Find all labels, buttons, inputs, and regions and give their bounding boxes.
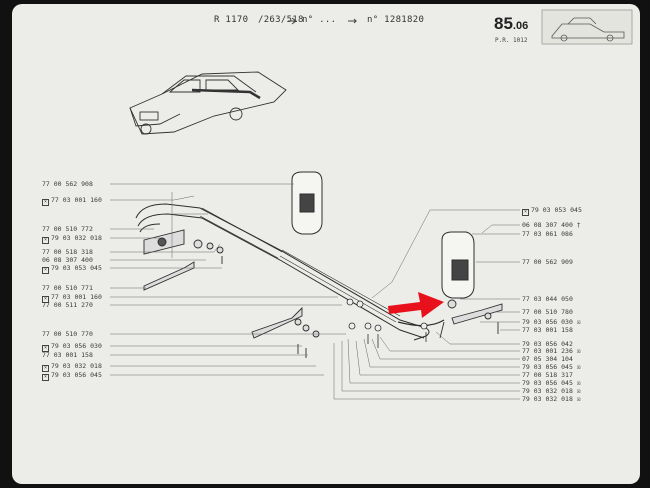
part-number: 77 03 001 236 ☒: [522, 347, 581, 355]
leader-lines-right: [333, 209, 520, 400]
arrow-both-icon: [288, 17, 297, 25]
marker-box-icon: ×: [42, 374, 49, 381]
part-number: 77 03 001 160: [51, 196, 102, 204]
part-number: 77 00 562 908: [42, 180, 93, 188]
right-part-label: 77 03 061 086: [522, 230, 573, 238]
part-number: 77 03 001 160: [51, 293, 102, 301]
left-part-label: ×79 03 056 030: [42, 342, 102, 352]
part-number: 77 00 518 317: [522, 371, 573, 379]
left-part-label: ×79 03 053 045: [42, 264, 102, 274]
page-number: 85.06: [494, 14, 529, 33]
right-part-label: 79 03 032 018 ☒: [522, 387, 581, 395]
right-part-label: 79 03 056 042: [522, 340, 573, 348]
arrow-right-icon: [348, 18, 358, 24]
page-header: R 1170 /263/518 n° ... n° 1281820 85.06 …: [12, 4, 640, 44]
part-number: 79 03 032 018: [51, 234, 102, 242]
left-part-label: ×77 03 001 160: [42, 196, 102, 206]
serial-to: n° 1281820: [367, 15, 425, 25]
exploded-diagram: [110, 9, 633, 400]
bracket-left-lower: [143, 261, 320, 358]
part-number: 77 00 511 270: [42, 301, 93, 309]
part-number: 79 03 032 018: [51, 362, 102, 370]
part-number: 06 08 307 400 †: [522, 221, 581, 229]
part-number: 79 03 053 045: [51, 264, 102, 272]
left-part-label: 77 00 562 908: [42, 180, 93, 188]
left-part-label: 77 00 510 770: [42, 330, 93, 338]
part-number: 77 00 510 771: [42, 284, 93, 292]
left-part-label: 77 00 510 772: [42, 225, 93, 233]
part-number: 77 03 001 158: [522, 326, 573, 334]
right-part-label: 77 00 562 909: [522, 258, 573, 266]
right-part-label: ×79 03 053 045: [522, 206, 582, 216]
right-part-label: 77 03 001 236 ☒: [522, 347, 581, 355]
marker-box-icon: ×: [42, 199, 49, 206]
left-part-label: ×77 03 001 160: [42, 293, 102, 303]
model-code: R 1170: [214, 15, 249, 25]
serial-from: n° ...: [302, 15, 337, 25]
right-part-label: 79 03 032 018 ☒: [522, 395, 581, 403]
left-part-label: 77 03 001 158: [42, 351, 93, 359]
left-part-label: ×79 03 032 018: [42, 362, 102, 372]
car-sketch-icon: [129, 71, 287, 135]
end-cap-left: [291, 171, 323, 235]
marker-box-icon: ×: [42, 345, 49, 352]
right-part-label: 06 08 307 400 †: [522, 221, 581, 229]
right-part-label: 77 00 510 780: [522, 308, 573, 316]
catalog-page: R 1170 /263/518 n° ... n° 1281820 85.06 …: [12, 4, 640, 484]
right-part-label: 77 03 044 050: [522, 295, 573, 303]
bracket-left-upper: [143, 229, 224, 264]
part-number: 77 03 044 050: [522, 295, 573, 303]
end-cap-right: [441, 231, 475, 299]
part-number: 77 03 061 086: [522, 230, 573, 238]
part-number: 79 03 056 030: [51, 342, 102, 350]
part-number: 77 00 562 909: [522, 258, 573, 266]
marker-box-icon: ×: [42, 296, 49, 303]
pr-code: P.R. 1012: [495, 37, 528, 44]
right-part-label: 79 03 056 045 ☒: [522, 379, 581, 387]
right-part-label: 79 03 056 030 ☒: [522, 318, 581, 326]
part-number: 79 03 053 045: [531, 206, 582, 214]
fasteners-center: [346, 298, 428, 348]
part-number: 06 08 307 400: [42, 256, 93, 264]
thumbnail-car-icon: [541, 9, 633, 45]
right-part-label: 07 05 304 104: [522, 355, 573, 363]
part-number: 77 00 518 318: [42, 248, 93, 256]
part-number: 79 03 032 018 ☒: [522, 387, 581, 395]
bracket-right: [439, 299, 503, 339]
right-part-label: 77 00 518 317: [522, 371, 573, 379]
right-part-label: 77 03 001 158: [522, 326, 573, 334]
part-number: 77 00 510 772: [42, 225, 93, 233]
part-number: 79 03 056 042: [522, 340, 573, 348]
leader-lines-left: [110, 183, 346, 376]
left-part-label: 77 00 518 318: [42, 248, 93, 256]
header-symbols: [288, 17, 358, 25]
highlight-arrow-icon: [388, 292, 444, 318]
part-number: 79 03 032 018 ☒: [522, 395, 581, 403]
marker-box-icon: ×: [42, 237, 49, 244]
part-number: 77 03 001 158: [42, 351, 93, 359]
part-number: 07 05 304 104: [522, 355, 573, 363]
marker-box-icon: ×: [522, 209, 529, 216]
part-number: 77 00 510 780: [522, 308, 573, 316]
left-part-label: ×79 03 032 018: [42, 234, 102, 244]
left-part-label: 06 08 307 400: [42, 256, 93, 264]
reference-code: /263/518: [258, 15, 304, 25]
right-part-label: 79 03 056 045 ☒: [522, 363, 581, 371]
part-number: 77 00 510 770: [42, 330, 93, 338]
marker-box-icon: ×: [42, 267, 49, 274]
left-part-label: 77 00 511 270: [42, 301, 93, 309]
marker-box-icon: ×: [42, 365, 49, 372]
part-number: 79 03 056 045 ☒: [522, 363, 581, 371]
part-number: 79 03 056 045: [51, 371, 102, 379]
left-part-label: ×79 03 056 045: [42, 371, 102, 381]
left-part-label: 77 00 510 771: [42, 284, 93, 292]
part-number: 79 03 056 030 ☒: [522, 318, 581, 326]
part-number: 79 03 056 045 ☒: [522, 379, 581, 387]
